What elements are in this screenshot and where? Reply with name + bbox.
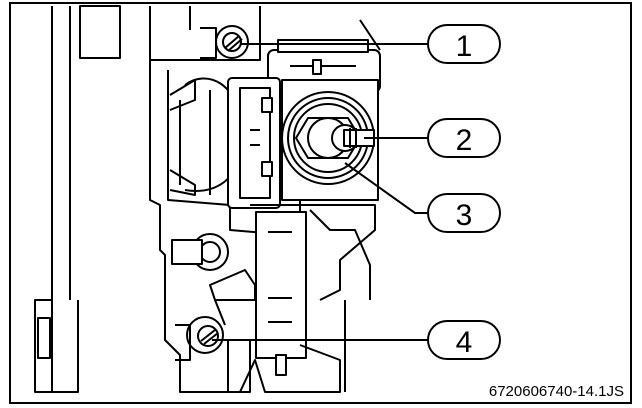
lower-connector — [255, 211, 307, 359]
callout-number-2: 2 — [456, 124, 473, 157]
leader-lines — [212, 43, 428, 341]
callout-number-4: 4 — [456, 326, 473, 359]
callout-number-1: 1 — [456, 30, 473, 63]
callout-number-3: 3 — [456, 199, 473, 232]
callout-3: 3 — [427, 193, 501, 233]
mounting-plate — [34, 6, 79, 393]
callout-1: 1 — [427, 24, 501, 64]
callout-4: 4 — [427, 320, 501, 360]
callout-2: 2 — [427, 118, 501, 158]
valve-illustration — [34, 5, 381, 393]
leader-line-3 — [344, 162, 428, 214]
figure-border — [9, 2, 632, 404]
figure-reference-code: 6720606740-14.1JS — [489, 383, 624, 400]
valve-body-outline — [149, 6, 230, 393]
